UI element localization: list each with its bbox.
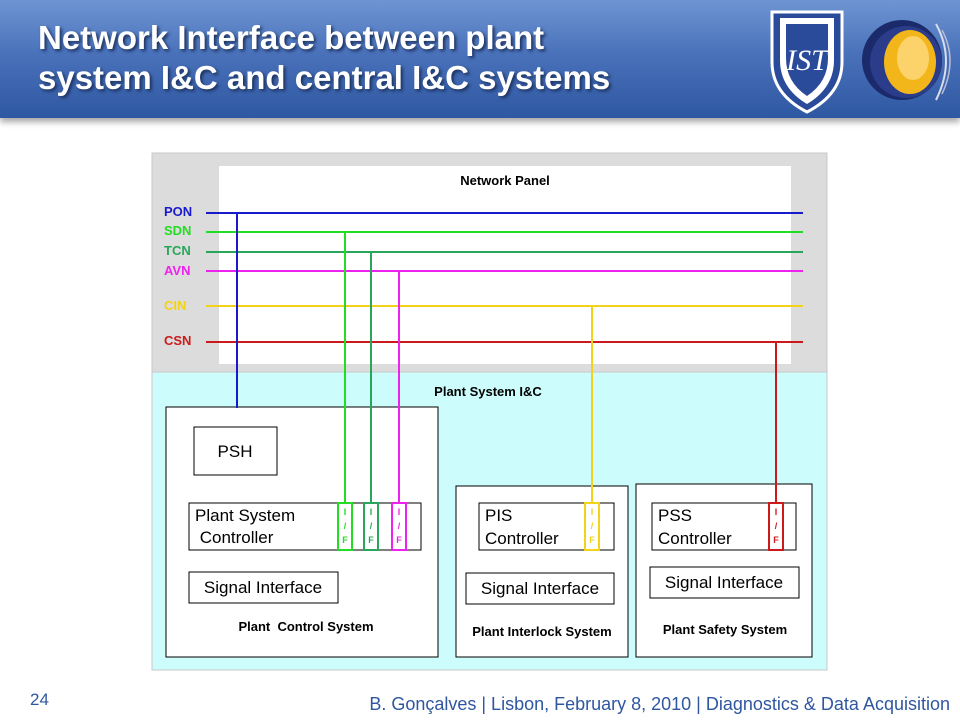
pis-controller-label-2: Controller: [485, 529, 559, 548]
svg-text:/: /: [344, 521, 347, 531]
pss-controller-label-1: PSS: [658, 506, 692, 525]
ist-shield-logo: IST: [770, 10, 844, 114]
psh-label: PSH: [218, 442, 253, 461]
slide-header: Network Interface between plant system I…: [0, 0, 960, 118]
control-signal-interface-label: Signal Interface: [204, 578, 322, 597]
network-label-csn: CSN: [164, 333, 191, 348]
svg-text:/: /: [370, 521, 373, 531]
plant-system-label: Plant System I&C: [434, 384, 542, 399]
svg-text:I: I: [591, 507, 594, 517]
plant-interlock-system-label: Plant Interlock System: [472, 624, 611, 639]
plant-system-controller-label-2: Controller: [195, 528, 274, 547]
pis-controller-label-1: PIS: [485, 506, 512, 525]
network-label-sdn: SDN: [164, 223, 191, 238]
svg-text:F: F: [342, 535, 348, 545]
svg-text:F: F: [396, 535, 402, 545]
svg-text:F: F: [589, 535, 595, 545]
plant-system-controller-label-1: Plant System: [195, 506, 295, 525]
svg-text:I: I: [370, 507, 373, 517]
interface-cin: I / F: [584, 502, 600, 551]
title-line-1: Network Interface between plant: [38, 19, 545, 56]
plant-system-controller-box: [188, 502, 422, 551]
page-number: 24: [30, 690, 49, 709]
interface-tcn: I / F: [363, 502, 379, 551]
svg-text:F: F: [773, 535, 779, 545]
interface-avn: I / F: [391, 502, 407, 551]
logos: IST: [770, 10, 951, 114]
safety-signal-interface-box: [649, 566, 800, 599]
svg-text:/: /: [591, 521, 594, 531]
shield-text: IST: [785, 44, 830, 77]
safety-signal-interface-label: Signal Interface: [665, 573, 783, 592]
footer-text: B. Gonçalves | Lisbon, February 8, 2010 …: [369, 694, 950, 714]
interface-sdn: I / F: [337, 502, 353, 551]
interlock-signal-interface-label: Signal Interface: [481, 579, 599, 598]
interface-csn: I / F: [768, 502, 784, 551]
svg-text:F: F: [368, 535, 374, 545]
title-line-2: system I&C and central I&C systems: [38, 59, 611, 96]
network-label-tcn: TCN: [164, 243, 191, 258]
slide-title: Network Interface between plant system I…: [38, 18, 738, 98]
network-label-pon: PON: [164, 204, 192, 219]
interlock-signal-interface-box: [465, 572, 615, 605]
plant-control-system-label: Plant Control System: [238, 619, 373, 634]
network-label-cin: CIN: [164, 298, 186, 313]
ipfn-sphere-logo: [862, 20, 951, 101]
psh-box: [193, 426, 278, 476]
svg-text:/: /: [398, 521, 401, 531]
pss-controller-label-2: Controller: [658, 529, 732, 548]
network-panel-label: Network Panel: [460, 173, 550, 188]
svg-text:/: /: [775, 521, 778, 531]
svg-text:I: I: [398, 507, 401, 517]
plant-safety-system-label: Plant Safety System: [663, 622, 787, 637]
network-label-avn: AVN: [164, 263, 190, 278]
svg-text:I: I: [775, 507, 778, 517]
network-panel-inner: [219, 166, 791, 364]
control-signal-interface-box: [188, 571, 339, 604]
svg-text:I: I: [344, 507, 347, 517]
